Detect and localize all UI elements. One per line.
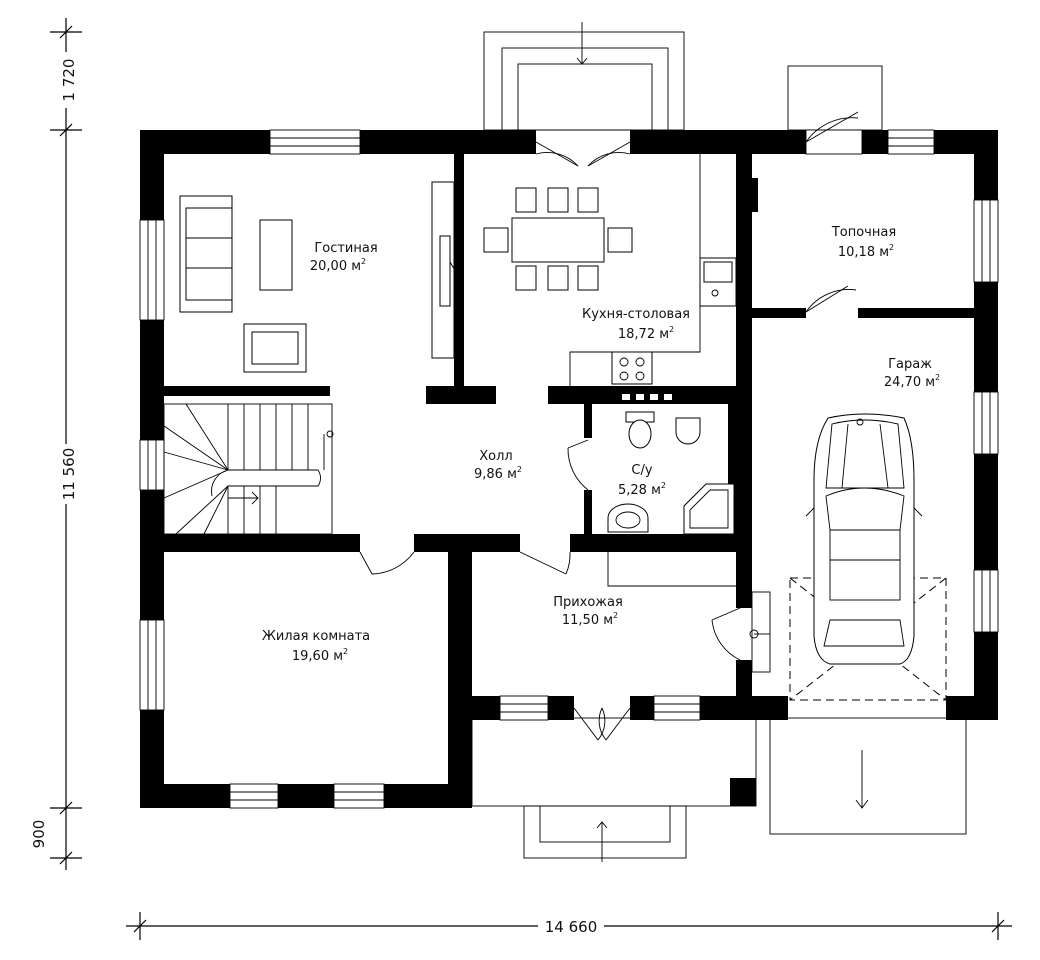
room-bedroom-name: Жилая комната [262, 629, 370, 644]
room-garage-area: 24,70 м2 [884, 373, 940, 390]
garage-car [789, 413, 947, 701]
living-furniture [179, 181, 457, 373]
south-porch [471, 717, 757, 862]
room-wc-area: 5,28 м2 [618, 481, 666, 498]
entry-built-ins [607, 552, 736, 587]
north-porch [483, 22, 685, 131]
room-kitchen-area: 18,72 м2 [618, 325, 674, 342]
walls [140, 130, 998, 808]
room-living-name: Гостиная [314, 241, 377, 256]
room-hall-area: 9,86 м2 [474, 465, 522, 482]
room-hall-name: Холл [479, 449, 512, 464]
dim-bottom-offset: 900 [30, 820, 48, 849]
room-boiler-area: 10,18 м2 [838, 243, 894, 260]
dim-height: 11 560 [60, 448, 78, 501]
room-labels: Гостиная 20,00 м2 Кухня-столовая 18,72 м… [262, 225, 940, 664]
room-wc-name: С/у [631, 463, 652, 478]
stairs [163, 403, 334, 535]
driveway [769, 717, 967, 835]
room-garage-name: Гараж [888, 357, 932, 372]
room-bedroom-area: 19,60 м2 [292, 647, 348, 664]
room-kitchen-name: Кухня-столовая [582, 307, 690, 322]
kitchen-furniture [483, 154, 737, 400]
room-boiler-name: Топочная [831, 225, 896, 240]
dimension-labels: 1 720 11 560 900 14 660 [28, 52, 604, 936]
bathroom-fixtures [607, 411, 735, 535]
room-entry-name: Прихожая [553, 595, 623, 610]
dim-width: 14 660 [545, 918, 598, 936]
doors [359, 111, 859, 741]
room-entry-area: 11,50 м2 [562, 611, 618, 628]
dim-top-offset: 1 720 [60, 59, 78, 102]
windows [139, 129, 999, 809]
room-living-area: 20,00 м2 [310, 257, 366, 274]
